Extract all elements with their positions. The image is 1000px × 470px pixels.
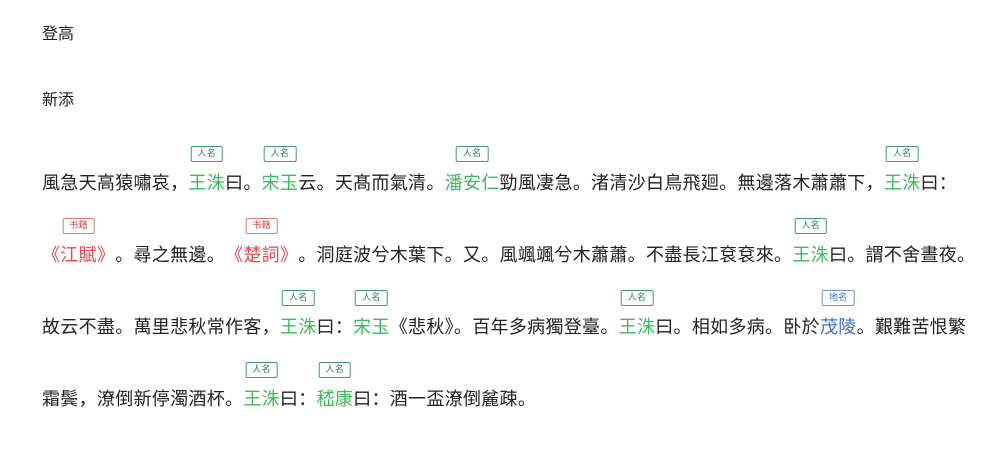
entity-tag-badge[interactable]: 人名 xyxy=(190,146,224,162)
section-label: 新添 xyxy=(42,90,75,109)
entity-person[interactable]: 人名潘安仁 xyxy=(444,146,500,195)
plain-text: 。尋之無邊。 xyxy=(115,245,226,266)
text-line: 书籍《江賦》。尋之無邊。书籍《楚詞》。洞庭波兮木葉下。又。風颯颯兮木蕭蕭。不盡長… xyxy=(42,218,976,267)
entity-tag-badge[interactable]: 人名 xyxy=(455,146,489,162)
entity-text: 宋玉 xyxy=(261,173,299,194)
text-line: 霜鬓，潦倒新停濁酒杯。人名王洙曰：人名嵇康曰：酒一盃潦倒麄疎。 xyxy=(42,362,537,411)
entity-text: 王洙 xyxy=(792,245,829,266)
plain-text: 。洞庭波兮木葉下。又。風颯颯兮木蕭蕭。不盡長江袞袞來。 xyxy=(298,245,793,266)
entity-text: 宋玉 xyxy=(353,317,390,338)
entity-person[interactable]: 人名王洙 xyxy=(279,290,317,339)
plain-text: 故云不盡。萬里悲秋常作客， xyxy=(42,317,280,338)
poem-title: 登高 xyxy=(42,24,75,43)
plain-text: 勁風凄急。渚清沙白鳥飛廻。無邊落木蕭蕭下， xyxy=(499,173,884,194)
plain-text: 曰： xyxy=(316,317,354,338)
entity-text: 王洙 xyxy=(243,389,280,410)
entity-person[interactable]: 人名王洙 xyxy=(243,362,280,411)
entity-tag-badge[interactable]: 人名 xyxy=(794,218,827,234)
plain-text: 霜鬓，潦倒新停濁酒杯。 xyxy=(42,389,244,410)
entity-person[interactable]: 人名王洙 xyxy=(883,146,921,195)
entity-person[interactable]: 人名王洙 xyxy=(618,290,656,339)
entity-book[interactable]: 书籍《江賦》 xyxy=(42,218,116,267)
entity-text: 茂陵 xyxy=(819,317,857,338)
entity-text: 潘安仁 xyxy=(444,173,500,194)
entity-person[interactable]: 人名王洙 xyxy=(792,218,829,267)
entity-tag-badge[interactable]: 地名 xyxy=(821,290,855,306)
entity-text: 嵇康 xyxy=(316,389,354,410)
plain-text: 《悲秋》。百年多病獨登臺。 xyxy=(389,317,619,338)
plain-text: 風急天高猿嘯哀， xyxy=(42,173,189,194)
entity-place[interactable]: 地名茂陵 xyxy=(819,290,857,339)
entity-person[interactable]: 人名宋玉 xyxy=(261,146,299,195)
entity-text: 《江賦》 xyxy=(42,245,116,266)
entity-tag-badge[interactable]: 人名 xyxy=(245,362,278,378)
plain-text: 曰：酒一盃潦倒麄疎。 xyxy=(353,389,537,410)
entity-tag-badge[interactable]: 人名 xyxy=(620,290,654,306)
text-line: 故云不盡。萬里悲秋常作客，人名王洙曰：人名宋玉《悲秋》。百年多病獨登臺。人名王洙… xyxy=(42,290,967,339)
plain-text: 云。天髙而氣清。 xyxy=(298,173,445,194)
entity-book[interactable]: 书籍《楚詞》 xyxy=(225,218,299,267)
plain-text: 曰： xyxy=(920,173,958,194)
plain-text: 曰： xyxy=(279,389,317,410)
plain-text: 曰。相如多病。卧於 xyxy=(655,317,820,338)
entity-text: 王洙 xyxy=(188,173,226,194)
entity-tag-badge[interactable]: 人名 xyxy=(355,290,388,306)
entity-tag-badge[interactable]: 人名 xyxy=(281,290,315,306)
plain-text: 。艱難苦恨繁 xyxy=(856,317,967,338)
plain-text: 曰。謂不舍晝夜。 xyxy=(828,245,976,266)
entity-tag-badge[interactable]: 人名 xyxy=(263,146,297,162)
entity-text: 王洙 xyxy=(618,317,656,338)
entity-person[interactable]: 人名嵇康 xyxy=(316,362,354,411)
entity-text: 王洙 xyxy=(279,317,317,338)
entity-tag-badge[interactable]: 书籍 xyxy=(245,218,278,234)
text-line: 風急天高猿嘯哀，人名王洙曰。人名宋玉云。天髙而氣清。人名潘安仁勁風凄急。渚清沙白… xyxy=(42,146,958,195)
entity-tag-badge[interactable]: 人名 xyxy=(885,146,919,162)
plain-text: 曰。 xyxy=(225,173,262,194)
entity-tag-badge[interactable]: 人名 xyxy=(318,362,352,378)
entity-person[interactable]: 人名王洙 xyxy=(188,146,226,195)
entity-tag-badge[interactable]: 书籍 xyxy=(62,218,95,234)
entity-text: 《楚詞》 xyxy=(225,245,299,266)
entity-person[interactable]: 人名宋玉 xyxy=(353,290,390,339)
entity-text: 王洙 xyxy=(883,173,921,194)
